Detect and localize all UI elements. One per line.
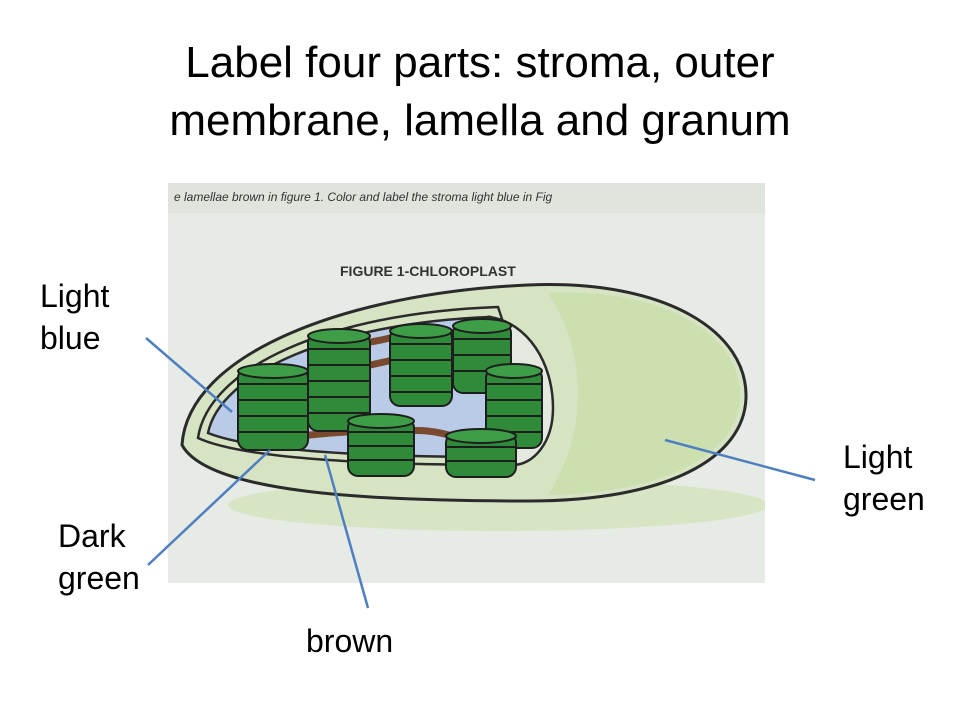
granum-5 [485, 363, 543, 449]
granum-7 [445, 428, 517, 478]
label-dark-green: Dark green [58, 515, 140, 599]
slide-title-line-1: Label four parts: stroma, outer [185, 38, 775, 87]
label-dark-green-line-2: green [58, 560, 140, 596]
slide-title-line-2: membrane, lamella and granum [169, 96, 791, 145]
leader-line-light-green [664, 438, 816, 482]
label-light-green-line-1: Light [843, 439, 913, 475]
granum-2 [307, 328, 371, 432]
label-light-green: Light green [843, 436, 925, 520]
label-dark-green-line-1: Dark [58, 518, 126, 554]
chloroplast-figure-photo: e lamellae brown in figure 1. Color and … [168, 183, 765, 583]
leader-line-dark-green [147, 449, 271, 566]
worksheet-top-strip [168, 183, 765, 213]
granum-3 [389, 323, 453, 407]
light-green-area [548, 292, 741, 495]
label-light-blue-line-2: blue [40, 320, 101, 356]
granum-1 [237, 363, 309, 451]
worksheet-instruction-text: e lamellae brown in figure 1. Color and … [174, 190, 553, 204]
label-brown: brown [306, 623, 394, 659]
granum-6 [347, 413, 415, 477]
figure-caption: FIGURE 1-CHLOROPLAST [340, 263, 516, 279]
label-light-blue-line-1: Light [40, 278, 110, 314]
label-light-blue: Light blue [40, 275, 109, 359]
grana [237, 318, 543, 478]
slide-title: Label four parts: stroma, outer membrane… [80, 34, 880, 150]
leader-line-light-blue [145, 337, 233, 413]
label-light-green-line-2: green [843, 481, 925, 517]
leader-line-brown [323, 454, 370, 609]
